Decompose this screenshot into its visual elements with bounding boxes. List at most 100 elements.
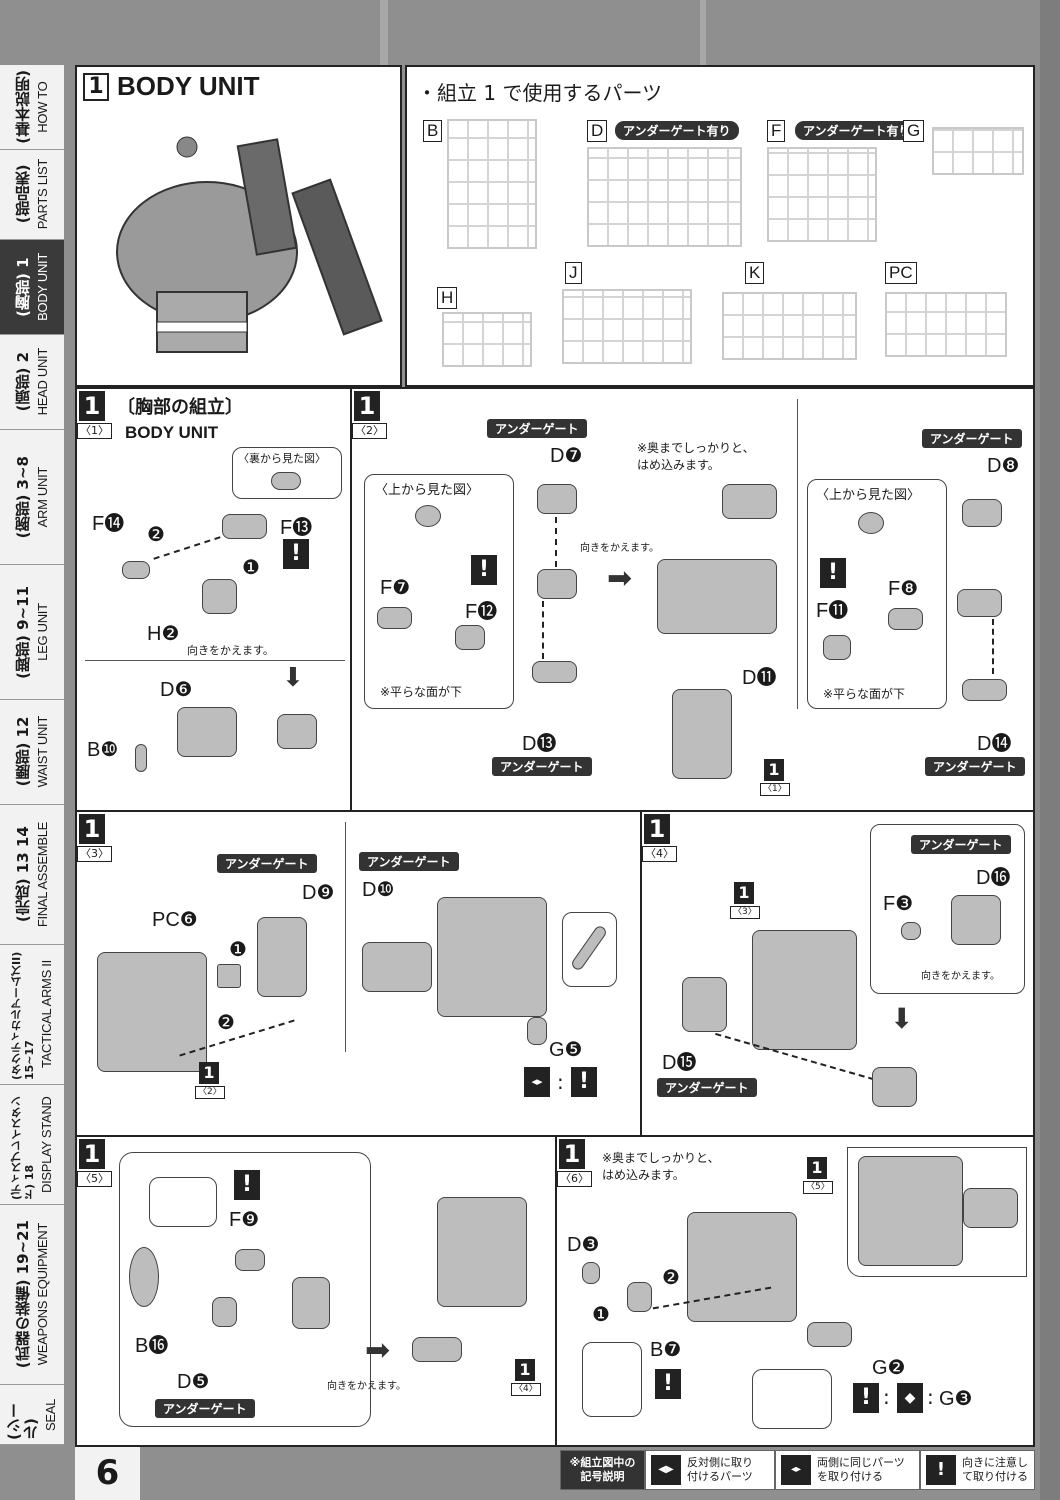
- reference-substep: 〈3〉: [730, 906, 760, 919]
- runner-label-pc: PC: [885, 262, 917, 284]
- step-4-panel: 1 〈4〉 アンダーゲート D⓰ F❸ 向きをかえます。 ⬇ 1 〈3〉 D⓯ …: [640, 810, 1035, 1137]
- part-label: D⓮: [977, 733, 1012, 755]
- step-6-panel: 1 〈6〉 ※奥までしっかりと、 はめ込みます。 1 〈5〉 D❸ ❶ ❷ B❼…: [555, 1135, 1035, 1447]
- part-subassembly: [277, 714, 317, 749]
- part-label: D❿: [362, 879, 395, 901]
- part-label: B❿: [87, 739, 119, 761]
- step-order-1: ❶: [242, 557, 260, 579]
- tab-how-to[interactable]: (基本説明)HOW TO: [0, 65, 64, 150]
- tab-label-en: ARM UNIT: [34, 466, 50, 528]
- runner-label-j: J: [565, 262, 582, 284]
- runner-label-g: G: [903, 120, 925, 142]
- tab-label-jp: (シール): [5, 1403, 40, 1440]
- substep-label: 〈4〉: [642, 846, 677, 862]
- legend-title: ※組立図中の 記号説明: [560, 1450, 645, 1490]
- arrow-right-icon: ➡: [365, 1333, 391, 1368]
- part-label: D⓭: [522, 733, 557, 755]
- part-label: G❷: [872, 1357, 906, 1379]
- undergate-tag: アンダーゲート: [911, 835, 1011, 854]
- step-number: 1: [644, 814, 670, 844]
- part-label: D❾: [302, 882, 335, 904]
- part-d5: [212, 1297, 237, 1327]
- part-label: F⓭: [280, 517, 313, 539]
- step-number: 1: [354, 391, 380, 421]
- tab-label-en: WEAPONS EQUIPMENT: [34, 1223, 50, 1366]
- part-d10: [362, 942, 432, 992]
- top-view-label: 〈上から見た図〉: [375, 483, 480, 498]
- body-unit-illustration: [116, 136, 383, 353]
- part-pc6: [217, 964, 241, 988]
- part-subassembly: [957, 589, 1002, 617]
- substep-label: 〈6〉: [557, 1171, 592, 1187]
- step-number: 1: [79, 1139, 105, 1169]
- tab-seal[interactable]: (シール)SEAL: [0, 1385, 64, 1445]
- undergate-tag: アンダーゲート有り: [795, 121, 919, 140]
- legend-text: 両側に同じパーツ を取り付ける: [817, 1456, 905, 1483]
- flat-side-note: ※平らな面が下: [380, 685, 463, 699]
- part-d13: [532, 661, 577, 683]
- undergate-tag: アンダーゲート: [155, 1399, 255, 1418]
- step-2-panel: 1 〈2〉 〈上から見た図〉 F❼ ! F⓬ ※平らな面が下 アンダーゲート D…: [350, 387, 1035, 812]
- part-f13: [222, 514, 267, 539]
- undergate-tag: アンダーゲート: [925, 757, 1025, 776]
- part-d3: [582, 1262, 600, 1284]
- tab-label-jp: (部品表): [13, 165, 32, 224]
- legend-text: 反対側に取り 付けるパーツ: [687, 1456, 753, 1483]
- legend-item-both-sides: ◂▸ 両側に同じパーツ を取り付ける: [775, 1450, 920, 1490]
- part-d8: [962, 499, 1002, 527]
- runner-g: [932, 127, 1024, 175]
- legend-text: 向きに注意し て取り付ける: [962, 1456, 1028, 1483]
- part-d16: [951, 895, 1001, 945]
- tab-parts-list[interactable]: (部品表)PARTS LIST: [0, 150, 64, 240]
- divider: [797, 399, 798, 709]
- part-label: F⓫: [816, 600, 849, 622]
- part-label: B⓰: [135, 1335, 169, 1357]
- part-label: F⓮: [92, 513, 125, 535]
- step-number: 1: [79, 814, 105, 844]
- orientation-caution-icon: !: [283, 539, 309, 569]
- part-d15: [682, 977, 727, 1032]
- arrow-down-icon: ⬇: [890, 1002, 914, 1035]
- step-title: 〔胸部の組立〕: [117, 397, 243, 418]
- part-label: F❸: [883, 893, 914, 915]
- undergate-tag: アンダーゲート: [217, 854, 317, 873]
- step-order-1: ❶: [229, 939, 247, 961]
- header-panel: 1 BODY UNIT: [75, 65, 402, 387]
- part-label: D⓫: [742, 667, 777, 689]
- part-b10: [135, 744, 147, 772]
- reference-step: 1: [807, 1157, 827, 1179]
- part-h2: [202, 579, 237, 614]
- part-detail: [569, 924, 609, 972]
- tab-label-en: WAIST UNIT: [34, 716, 50, 788]
- tab-label-en: TACTICAL ARMS II: [39, 960, 54, 1069]
- body-subassembly: [177, 707, 237, 757]
- step-order-2: ❷: [147, 524, 165, 546]
- part-label: D❼: [550, 445, 583, 467]
- flat-side-note: ※平らな面が下: [823, 687, 906, 701]
- part-label: D❻: [160, 679, 193, 701]
- part-label: D❸: [567, 1234, 600, 1256]
- part-subassembly: [292, 1277, 330, 1329]
- tab-label-jp: (武器の装備) 19~21: [13, 1220, 32, 1369]
- runner-k: [722, 292, 857, 360]
- runner-label-f: F: [767, 120, 786, 142]
- step-order-1: ❶: [592, 1304, 610, 1326]
- body-subassembly: [672, 689, 732, 779]
- runner-d: [587, 147, 742, 247]
- runner-f: [767, 147, 877, 242]
- body-subassembly: [97, 952, 207, 1072]
- part-f9: [235, 1249, 265, 1271]
- tab-label-jp: (完成) 13 14: [13, 826, 32, 923]
- reference-step: 1: [734, 882, 754, 904]
- part-d9: [257, 917, 307, 997]
- runner-label-h: H: [437, 287, 458, 309]
